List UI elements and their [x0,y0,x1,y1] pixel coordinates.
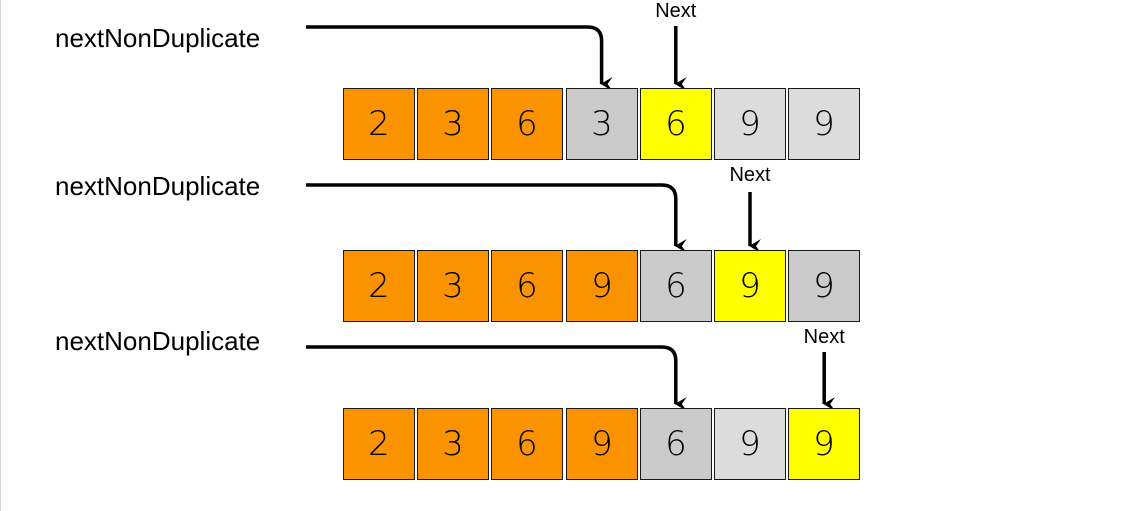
array-cell-3-3: 6 [491,408,563,480]
array-cell-1-1: 2 [343,88,415,160]
pointer-arrow-1 [306,25,613,91]
array-cell-2-6: 9 [714,250,786,322]
next-non-duplicate-label-1: nextNonDuplicate [55,23,261,53]
pointer-arrow-2 [306,183,687,253]
array-cell-2-1: 2 [343,250,415,322]
array-cell-2-3: 6 [491,250,563,322]
next-non-duplicate-label-2: nextNonDuplicate [55,171,261,201]
array-cell-1-6: 9 [714,88,786,160]
array-cell-1-5: 6 [640,88,712,160]
pointer-arrow-3 [306,345,687,411]
array-cell-2-2: 3 [417,250,489,322]
array-cell-3-5: 6 [640,408,712,480]
next-non-duplicate-label-3: nextNonDuplicate [55,326,261,356]
array-cell-3-4: 9 [566,408,638,480]
next-label-3: Next [803,326,845,348]
array-cell-1-7: 9 [788,88,860,160]
array-cell-1-4: 3 [566,88,638,160]
array-cell-2-7: 9 [788,250,860,322]
array-cell-3-6: 9 [714,408,786,480]
array-cell-2-5: 6 [640,250,712,322]
array-cell-1-2: 3 [417,88,489,160]
next-label-1: Next [655,0,697,22]
array-cell-3-1: 2 [343,408,415,480]
array-cell-2-4: 9 [566,250,638,322]
next-label-2: Next [729,164,771,186]
array-cell-3-2: 3 [417,408,489,480]
array-cell-1-3: 6 [491,88,563,160]
array-cell-3-7: 9 [788,408,860,480]
